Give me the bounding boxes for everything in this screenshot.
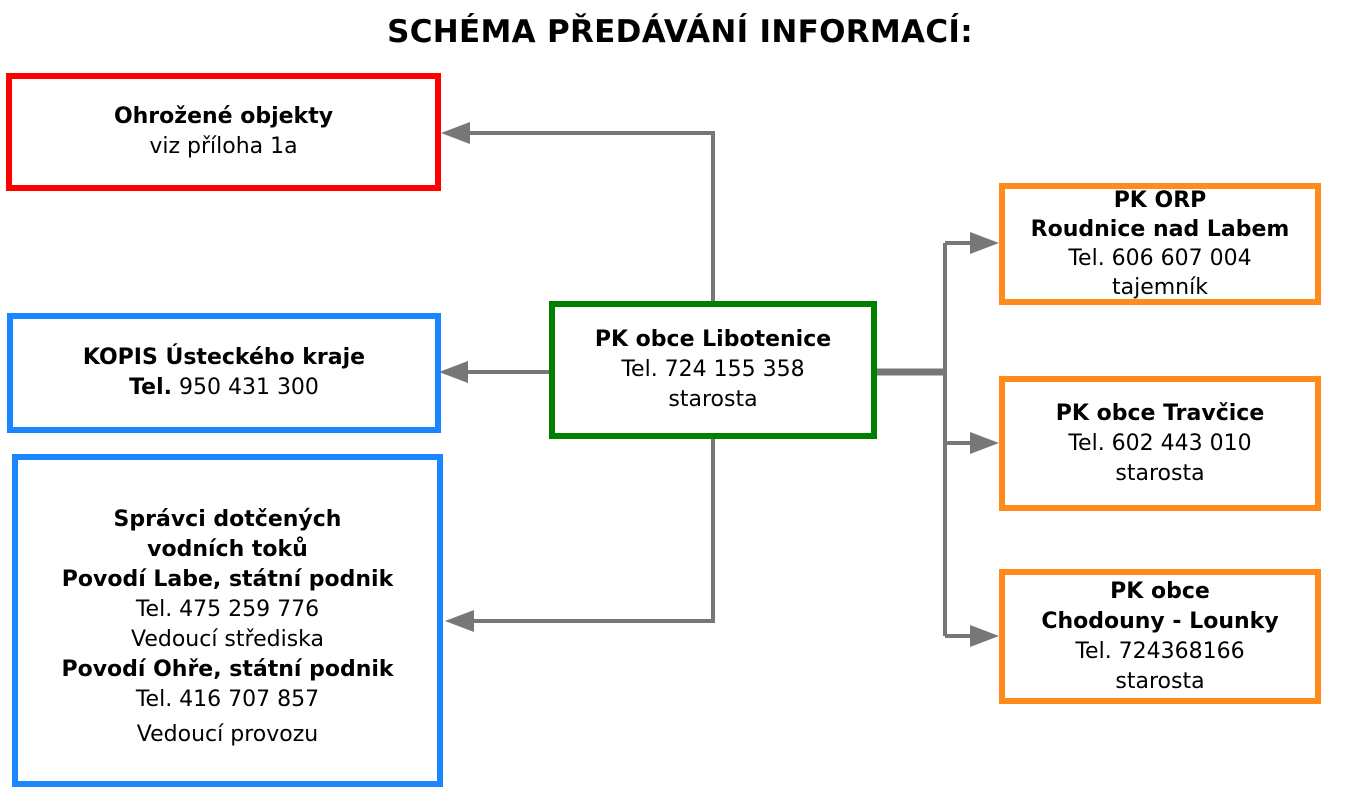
travcice-tel: Tel. 602 443 010 <box>1068 430 1252 456</box>
box-ohrozene-objekty: Ohrožené objekty viz příloha 1a <box>6 73 441 191</box>
diagram-title: SCHÉMA PŘEDÁVÁNÍ INFORMACÍ: <box>387 14 973 50</box>
ohrozene-title: Ohrožené objekty <box>113 104 334 129</box>
arrowhead-spravci <box>445 610 474 632</box>
arrowhead-kopis <box>439 361 468 383</box>
spravci-org2: Povodí Ohře, státní podnik <box>61 657 394 682</box>
box-travcice: PK obce Travčice Tel. 602 443 010 staros… <box>999 376 1321 511</box>
chodouny-tel: Tel. 724368166 <box>1075 638 1245 664</box>
spravci-role1: Vedoucí střediska <box>130 627 324 652</box>
box-spravci: Správci dotčených vodních toků Povodí La… <box>12 454 443 787</box>
arrowhead-orp <box>970 232 999 254</box>
spravci-tel1: Tel. 475 259 776 <box>135 597 320 622</box>
box-libotenice: PK obce Libotenice Tel. 724 155 358 star… <box>549 301 877 439</box>
spravci-line2: vodních toků <box>147 537 308 562</box>
arrowhead-travcice <box>970 432 999 454</box>
kopis-tel: 950 431 300 <box>178 375 319 400</box>
kopis-tel-label: Tel. <box>129 375 172 400</box>
spravci-role2: Vedoucí provozu <box>136 722 319 747</box>
spravci-org1: Povodí Labe, státní podnik <box>61 567 394 592</box>
orp-tel: Tel. 606 607 004 <box>1068 246 1252 271</box>
orp-line1: PK ORP <box>1113 188 1207 213</box>
libotenice-tel: Tel. 724 155 358 <box>621 357 805 382</box>
box-chodouny: PK obce Chodouny - Lounky Tel. 724368166… <box>999 569 1321 704</box>
box-orp: PK ORP Roudnice nad Labem Tel. 606 607 0… <box>999 183 1321 305</box>
connector-to-ohrozene <box>468 131 715 303</box>
ohrozene-note: viz příloha 1a <box>149 134 298 159</box>
libotenice-title: PK obce Libotenice <box>594 327 832 352</box>
spravci-line1: Správci dotčených <box>113 507 342 532</box>
chodouny-line2: Chodouny - Lounky <box>1041 608 1279 634</box>
box-kopis: KOPIS Ústeckého kraje Tel. 950 431 300 <box>7 313 441 433</box>
libotenice-role: starosta <box>668 387 758 412</box>
travcice-title: PK obce Travčice <box>1055 400 1265 426</box>
travcice-role: starosta <box>1115 460 1205 486</box>
arrowhead-ohrozene <box>441 122 470 144</box>
chodouny-role: starosta <box>1115 668 1205 694</box>
arrowhead-chodouny <box>970 625 999 647</box>
kopis-title: KOPIS Ústeckého kraje <box>82 345 366 370</box>
kopis-phone-line: Tel. 950 431 300 <box>129 373 319 403</box>
chodouny-line1: PK obce <box>1110 578 1210 604</box>
orp-line2: Roudnice nad Labem <box>1030 217 1290 242</box>
connector-to-spravci <box>472 437 715 623</box>
spravci-tel2: Tel. 416 707 857 <box>135 687 320 712</box>
orp-role: tajemník <box>1112 275 1208 300</box>
